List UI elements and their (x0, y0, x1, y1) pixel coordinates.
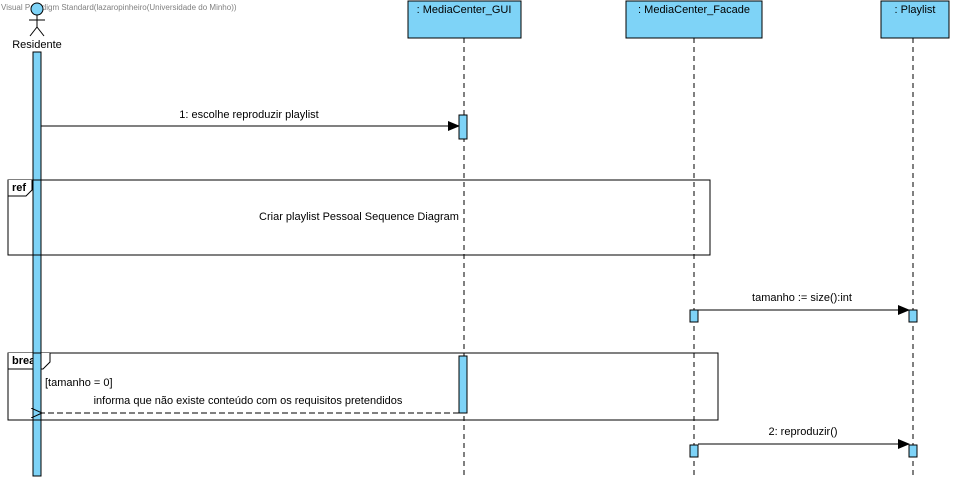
lifeline-label: : MediaCenter_GUI (417, 4, 512, 16)
lifeline-label: : Playlist (895, 4, 936, 16)
message-label: 1: escolhe reproduzir playlist (179, 109, 318, 121)
lifeline-head (880, 0, 950, 39)
facade-activation-bar-2 (689, 444, 699, 458)
message-label: 2: reproduzir() (768, 426, 837, 438)
fragment-frame (7, 352, 719, 421)
stick-figure-actor-icon (29, 2, 45, 37)
gui-activation-bar-1 (458, 114, 468, 140)
message-label: tamanho := size():int (752, 292, 852, 304)
playlist-activation-bar-2 (908, 444, 918, 458)
lifeline-head (407, 0, 522, 39)
lifeline-label: : MediaCenter_Facade (638, 4, 750, 16)
ref-text: Criar playlist Pessoal Sequence Diagram (259, 211, 459, 223)
message-informa-nao-existe[interactable]: informa que não existe conteúdo com os r… (42, 395, 459, 413)
message-label: informa que não existe conteúdo com os r… (94, 395, 403, 407)
message-reproduzir[interactable]: 2: reproduzir() (698, 426, 910, 449)
break-fragment[interactable]: break [tamanho = 0] (7, 352, 719, 421)
actor-activation-bar-overlay (32, 179, 42, 256)
actor-activation-bar-overlay (32, 352, 42, 421)
lifeline-mediacenter-facade[interactable]: : MediaCenter_Facade (625, 0, 763, 476)
actor-activation-bar (32, 51, 42, 477)
lifeline-mediacenter-gui[interactable]: : MediaCenter_GUI (407, 0, 522, 476)
ref-fragment[interactable]: ref Criar playlist Pessoal Sequence Diag… (7, 179, 711, 256)
fragment-frame (7, 179, 711, 256)
playlist-activation-bar-1 (908, 309, 918, 323)
break-guard: [tamanho = 0] (45, 377, 113, 389)
actor-residente[interactable]: Residente (12, 2, 62, 51)
fragment-tag-box (7, 180, 33, 197)
lifeline-playlist[interactable]: : Playlist (880, 0, 950, 476)
message-tamanho-size[interactable]: tamanho := size():int (698, 292, 910, 315)
watermark-text: Visual Paradigm Standard(lazaropinheiro(… (1, 3, 237, 12)
fragment-tag: ref (12, 182, 26, 194)
message-escolhe-reproduzir-playlist[interactable]: 1: escolhe reproduzir playlist (41, 109, 460, 131)
gui-activation-bar-2 (458, 355, 468, 414)
facade-activation-bar-1 (689, 309, 699, 323)
actor-name: Residente (12, 39, 62, 51)
